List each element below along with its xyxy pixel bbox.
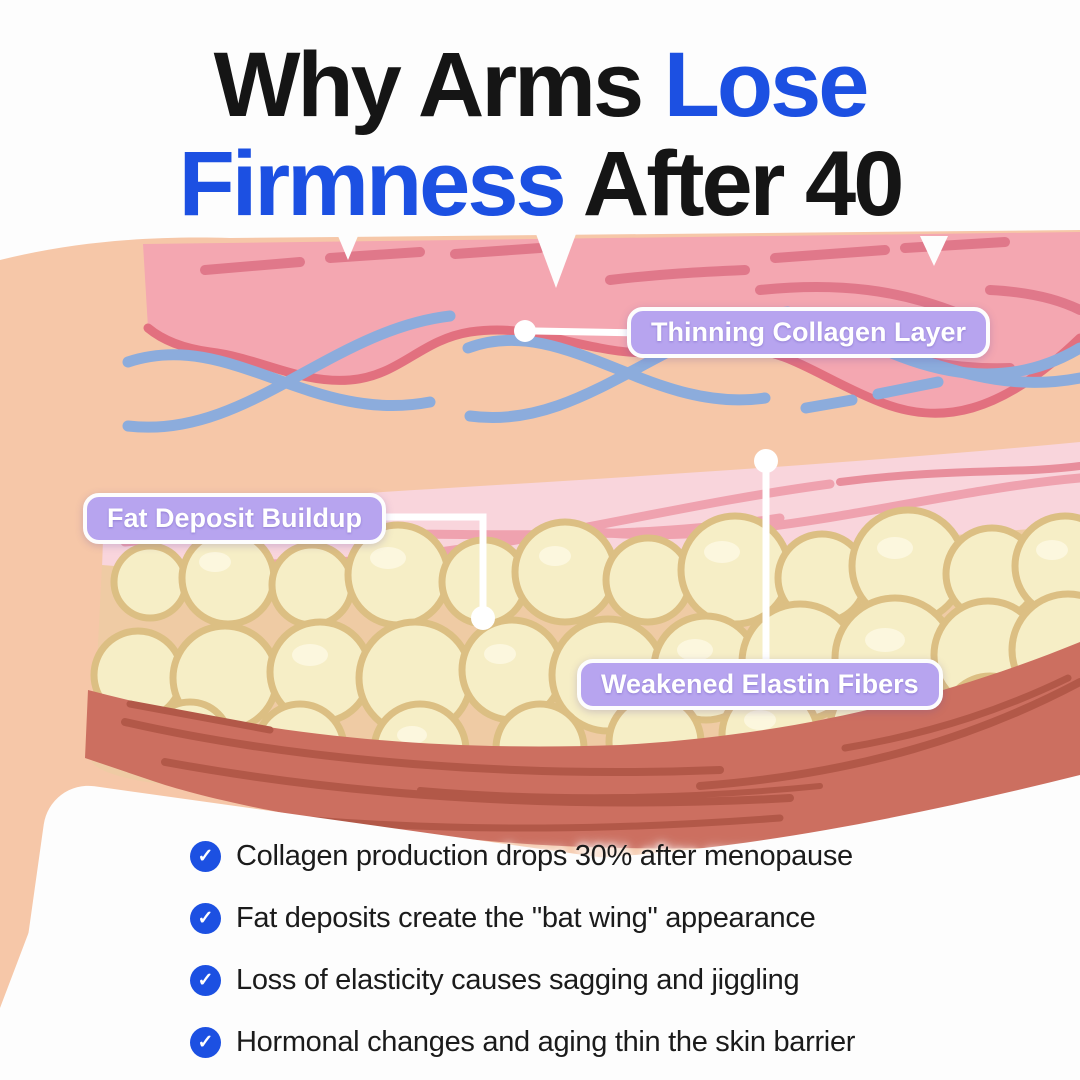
check-icon: ✓ bbox=[190, 840, 221, 872]
list-item: ✓ Loss of elasticity causes sagging and … bbox=[190, 949, 855, 1011]
page-title: Why Arms Lose Firmness After 40 bbox=[0, 36, 1080, 234]
bullet-text: Hormonal changes and aging thin the skin… bbox=[236, 1025, 856, 1058]
label-thinning-collagen-layer: Thinning Collagen Layer bbox=[627, 307, 991, 358]
bullet-text: Collagen production drops 30% after meno… bbox=[236, 839, 853, 872]
check-icon: ✓ bbox=[190, 1026, 221, 1058]
title-line1-blue: Lose bbox=[663, 34, 870, 136]
title-line-2: Firmness After 40 bbox=[0, 135, 1080, 234]
list-item: ✓ Collagen production drops 30% after me… bbox=[190, 825, 855, 887]
bullet-text: Fat deposits create the "bat wing" appea… bbox=[236, 901, 816, 934]
dermis-collagen-layer bbox=[143, 232, 1080, 418]
arm-cross-section-illustration bbox=[0, 230, 1080, 1010]
label-weakened-elastin-fibers: Weakened Elastin Fibers bbox=[577, 659, 943, 710]
label-weakened-elastin-fibers-text: Weakened Elastin Fibers bbox=[601, 669, 919, 699]
collagen-callout-connector bbox=[514, 320, 644, 342]
bullet-text: Loss of elasticity causes sagging and ji… bbox=[236, 963, 800, 996]
label-fat-deposit-buildup: Fat Deposit Buildup bbox=[83, 493, 386, 544]
check-icon: ✓ bbox=[190, 964, 221, 996]
list-item: ✓ Hormonal changes and aging thin the sk… bbox=[190, 1011, 855, 1073]
label-thinning-collagen-layer-text: Thinning Collagen Layer bbox=[651, 317, 967, 347]
fat-callout-connector bbox=[381, 513, 495, 630]
elastin-callout-connector bbox=[754, 449, 778, 672]
title-line-1: Why Arms Lose bbox=[0, 36, 1080, 135]
muscle-layer bbox=[85, 642, 1080, 849]
background-card bbox=[0, 775, 1080, 1010]
bullet-list: ✓ Collagen production drops 30% after me… bbox=[190, 825, 855, 1073]
title-line2-black: After 40 bbox=[563, 133, 905, 235]
title-line2-blue: Firmness bbox=[178, 133, 567, 235]
title-line1-black: Why Arms bbox=[213, 34, 664, 136]
label-fat-deposit-buildup-text: Fat Deposit Buildup bbox=[107, 503, 362, 533]
list-item: ✓ Fat deposits create the "bat wing" app… bbox=[190, 887, 855, 949]
check-icon: ✓ bbox=[190, 902, 221, 934]
